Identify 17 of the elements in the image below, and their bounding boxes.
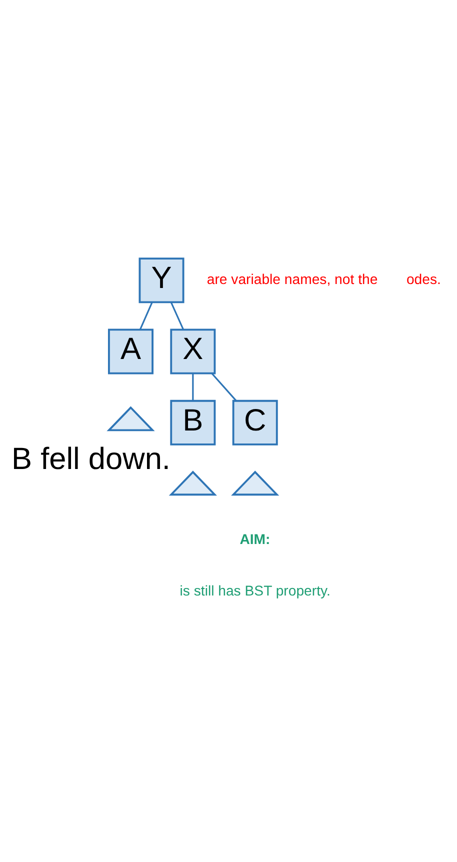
connector xyxy=(139,302,153,330)
connector xyxy=(211,372,237,402)
node-box: X xyxy=(170,328,216,374)
node-box: B xyxy=(170,400,216,446)
connector xyxy=(170,302,184,330)
label: odes. xyxy=(406,270,441,287)
node-box: A xyxy=(108,328,154,374)
node-triangle xyxy=(231,470,280,496)
node-label: B fell down. xyxy=(12,441,170,476)
connector xyxy=(192,374,194,401)
label: AIM: xyxy=(240,531,270,548)
node-box: C xyxy=(232,400,278,446)
node-triangle xyxy=(168,470,217,496)
label: are variable names, not the xyxy=(206,270,378,287)
node-box: Y xyxy=(138,258,184,304)
label: is still has BST property. xyxy=(180,582,330,598)
node-triangle xyxy=(106,406,155,432)
